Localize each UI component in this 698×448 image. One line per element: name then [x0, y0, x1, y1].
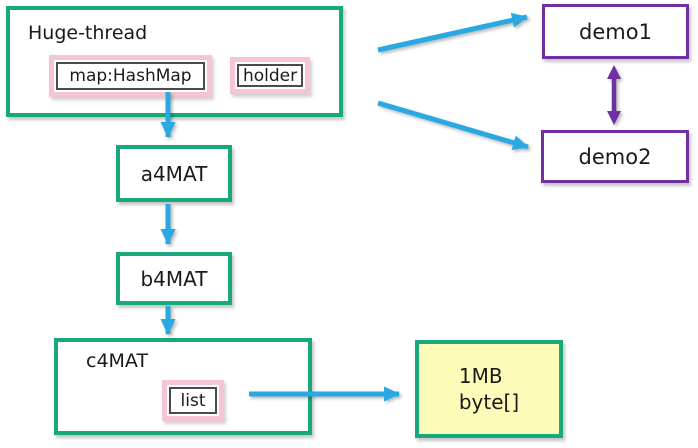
b4mat-label: b4MAT	[140, 266, 208, 291]
a4mat-label: a4MAT	[140, 161, 208, 186]
map-hashmap-field: map:HashMap	[49, 55, 212, 97]
map-hashmap-label: map:HashMap	[56, 62, 205, 90]
list-field: list	[162, 380, 224, 421]
demo1-label: demo1	[579, 19, 652, 44]
arrow-hugethread-to-demo1	[377, 12, 528, 53]
double-arrow-demo1-demo2	[607, 65, 621, 125]
c4mat-label: c4MAT	[86, 350, 149, 372]
huge-thread-box: Huge-thread map:HashMap holder	[6, 6, 343, 117]
a4mat-box: a4MAT	[116, 145, 232, 202]
byte-array-box: 1MB byte[]	[415, 340, 563, 438]
holder-label: holder	[237, 64, 303, 87]
byte-array-label: 1MB byte[]	[459, 363, 519, 415]
holder-field: holder	[230, 57, 310, 94]
demo2-box: demo2	[541, 130, 689, 183]
byte-array-line1: 1MB	[458, 364, 503, 388]
byte-array-line2: byte[]	[458, 390, 520, 414]
c4mat-box: c4MAT list	[54, 338, 312, 435]
list-label: list	[169, 387, 217, 414]
demo2-label: demo2	[578, 144, 652, 169]
huge-thread-label: Huge-thread	[28, 22, 148, 44]
arrow-hugethread-to-demo2	[377, 100, 529, 150]
b4mat-box: b4MAT	[116, 252, 232, 305]
demo1-box: demo1	[542, 4, 689, 59]
